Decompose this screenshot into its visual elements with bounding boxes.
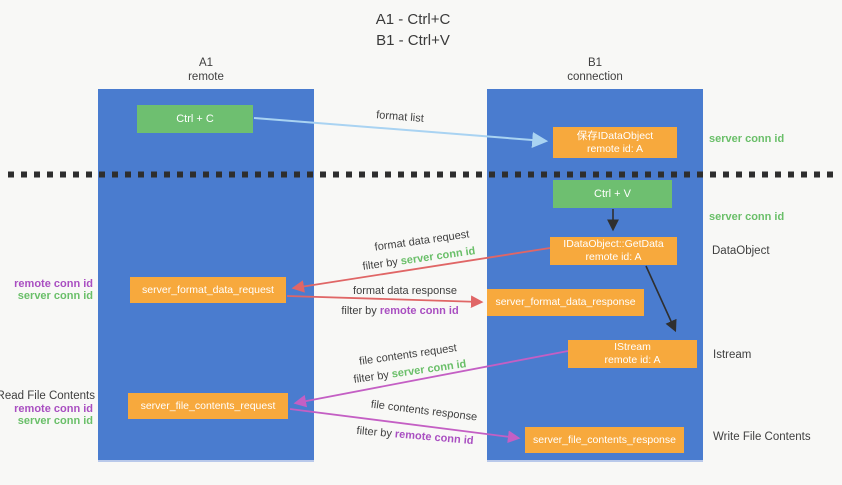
label-filter-by-text-3: filter by (352, 368, 393, 386)
label-filter-by-remote-conn-id-2: filter by remote conn id (356, 425, 474, 447)
node-server-file-contents-response: server_file_contents_response (525, 427, 684, 453)
label-filter-by-text-2: filter by (341, 305, 380, 317)
node-idataobject-getdata-line1: IDataObject::GetData (563, 238, 664, 250)
node-server-format-data-request: server_format_data_request (130, 277, 286, 303)
node-server-file-contents-request-label: server_file_contents_request (140, 399, 276, 412)
node-istream-line1: IStream (614, 341, 651, 353)
label-remote-conn-id-value-2: remote conn id (394, 428, 474, 448)
node-server-format-data-response: server_format_data_response (487, 289, 644, 316)
label-file-contents-response: file contents response (370, 398, 478, 424)
node-server-file-contents-response-label: server_file_contents_response (532, 433, 676, 446)
node-server-file-contents-request: server_file_contents_request (128, 393, 288, 419)
node-server-format-data-request-label: server_format_data_request (142, 283, 274, 296)
left-label-remote-conn-id-2: remote conn id (14, 403, 93, 415)
diagram-title: A1 - Ctrl+C B1 - Ctrl+V (308, 9, 518, 51)
lane-header-remote-subtitle: remote (188, 71, 224, 83)
node-istream: IStream remote id: A (568, 340, 697, 368)
label-filter-by-remote-conn-id-1: filter by remote conn id (341, 305, 458, 317)
node-server-format-data-response-label: server_format_data_response (495, 296, 636, 308)
label-format-list: format list (375, 109, 425, 125)
right-label-dataobject: DataObject (712, 245, 770, 257)
lane-header-connection-subtitle: connection (567, 71, 623, 83)
label-format-data-response: format data response (353, 285, 457, 297)
label-remote-conn-id-value-1: remote conn id (379, 305, 459, 317)
left-label-remote-conn-id-1: remote conn id (14, 278, 93, 290)
node-idataobject-getdata: IDataObject::GetData remote id: A (550, 237, 677, 265)
lane-header-remote: A1 remote (98, 56, 314, 84)
node-ctrl-v-label: Ctrl + V (594, 187, 631, 200)
lane-header-remote-name: A1 (198, 57, 214, 69)
right-label-server-conn-id-1: server conn id (709, 133, 785, 145)
left-label-read-file-contents: Read File Contents (0, 390, 95, 402)
node-ctrl-v: Ctrl + V (553, 180, 672, 208)
right-label-istream: Istream (713, 349, 752, 361)
node-ctrl-c: Ctrl + C (137, 105, 253, 133)
right-label-write-file-contents: Write File Contents (713, 431, 811, 443)
label-filter-by-text-1: filter by (361, 255, 402, 273)
left-label-server-conn-id-2: server conn id (17, 415, 93, 427)
node-save-idataobject-line2: remote id: A (586, 142, 644, 155)
label-filter-by-text-4: filter by (356, 424, 396, 441)
node-istream-line2: remote id: A (604, 354, 661, 366)
lane-header-connection: B1 connection (487, 56, 703, 84)
title-line-b1: B1 - Ctrl+V (376, 32, 450, 49)
node-save-idataobject-line1: 保存IDataObject (576, 129, 654, 142)
node-idataobject-getdata-line2: remote id: A (585, 251, 642, 263)
node-ctrl-c-label: Ctrl + C (176, 112, 214, 125)
lane-header-connection-name: B1 (587, 57, 603, 69)
left-label-server-conn-id-1: server conn id (17, 290, 93, 302)
node-save-idataobject: 保存IDataObject remote id: A (553, 127, 677, 158)
title-line-a1: A1 - Ctrl+C (375, 11, 451, 28)
right-label-server-conn-id-2: server conn id (709, 211, 785, 223)
